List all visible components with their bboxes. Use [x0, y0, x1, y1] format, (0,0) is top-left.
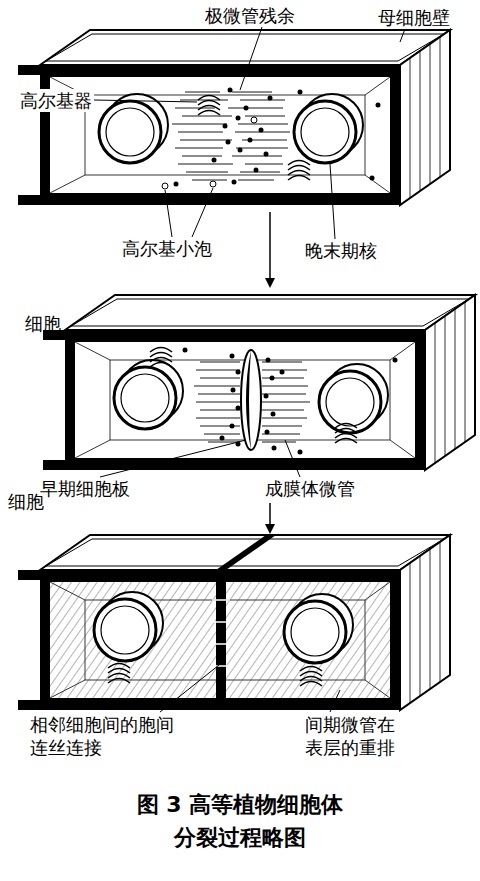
drawing-use [284, 594, 353, 663]
drawing-circle [174, 182, 179, 187]
drawing-circle [264, 152, 269, 157]
drawing-circle [231, 388, 236, 393]
part-label: 高尔基小泡 [122, 237, 212, 260]
drawing-circle [226, 140, 231, 145]
drawing-circle [270, 376, 275, 381]
drawing-circle [220, 436, 225, 441]
cell-divided [18, 535, 450, 710]
drawing-circle [271, 412, 276, 417]
drawing-circle [212, 158, 217, 163]
drawing-use [18, 535, 450, 710]
drawing-circle [223, 124, 228, 129]
drawing-circle [210, 181, 216, 187]
drawing-path [160, 665, 219, 712]
drawing-use [43, 295, 475, 470]
drawing-circle [370, 176, 375, 181]
part-label: 高尔基器 [18, 89, 94, 112]
part-label: 细胞 [8, 490, 44, 513]
drawing-use [288, 161, 310, 181]
drawing-circle [244, 106, 249, 111]
part-label: 早期细胞板 [40, 477, 130, 500]
drawing-ellipse [241, 350, 261, 450]
drawing-use [114, 360, 183, 429]
drawing-use [198, 96, 220, 116]
drawing-circle [162, 183, 168, 189]
part-label: 相邻细胞间的胞间 连丝连接 [30, 713, 205, 759]
drawing-use [108, 664, 130, 684]
drawing-path [100, 440, 246, 477]
stage-arrow [269, 212, 271, 286]
part-label: 晚末期核 [305, 239, 377, 262]
drawing-circle [230, 424, 235, 429]
drawing-use [294, 94, 363, 163]
drawing-circle [251, 117, 257, 123]
cell-late-telophase [18, 30, 450, 205]
drawing-circle [268, 96, 273, 101]
figure-caption: 图 3 高等植物细胞体 分裂过程略图 [115, 788, 365, 854]
drawing-path [285, 440, 300, 477]
drawing-circle [236, 116, 241, 121]
drawing-circle [264, 394, 269, 399]
drawing-circle [248, 138, 253, 143]
stage-arrow [269, 503, 271, 532]
drawing-circle [393, 358, 398, 363]
drawing-circle [236, 370, 241, 375]
drawing-circle [266, 358, 271, 363]
drawing-circle [236, 406, 241, 411]
drawing-rect [226, 582, 390, 698]
part-label: 间期微管在 表层的重排 [305, 713, 420, 759]
drawing-path [94, 100, 197, 102]
drawing-circle [376, 103, 381, 108]
drawing-rect [216, 570, 226, 710]
drawing-circle [280, 370, 285, 375]
part-label: 极微管残余 [205, 4, 295, 27]
drawing-circle [259, 128, 264, 133]
drawing-use [94, 592, 163, 661]
leader-lines [94, 27, 405, 712]
drawing-path [400, 29, 405, 42]
drawing-path [246, 350, 251, 450]
drawing-circle [183, 348, 188, 353]
drawing-rect [50, 582, 216, 698]
drawing-circle [230, 354, 235, 359]
drawing-path [330, 164, 335, 239]
drawing-circle [298, 90, 303, 95]
drawing-path [212, 600, 230, 666]
drawing-circle [298, 450, 303, 455]
drawing-path [165, 188, 213, 237]
drawing-g [88, 88, 381, 187]
drawing-use [18, 30, 450, 205]
drawing-circle [265, 430, 270, 435]
drawing-circle [254, 168, 259, 173]
drawing-path [330, 690, 340, 712]
cell-early-plate [43, 295, 475, 470]
drawing-circle [232, 180, 237, 185]
drawing-use [335, 424, 357, 444]
part-label: 细胞 [25, 312, 61, 335]
part-label: 母细胞壁 [378, 6, 450, 29]
drawing-circle [238, 148, 243, 153]
drawing-use [99, 94, 168, 163]
drawing-path [172, 92, 290, 180]
drawing-use [150, 348, 172, 368]
drawing-g [162, 117, 257, 189]
drawing-circle [228, 88, 233, 93]
drawing-circle [272, 446, 277, 451]
drawing-polygon [216, 535, 276, 570]
drawing-path [240, 27, 262, 90]
drawing-use [300, 667, 322, 687]
part-label: 成膜体微管 [265, 477, 355, 500]
drawing-use [319, 364, 388, 433]
drawing-g [183, 348, 398, 455]
